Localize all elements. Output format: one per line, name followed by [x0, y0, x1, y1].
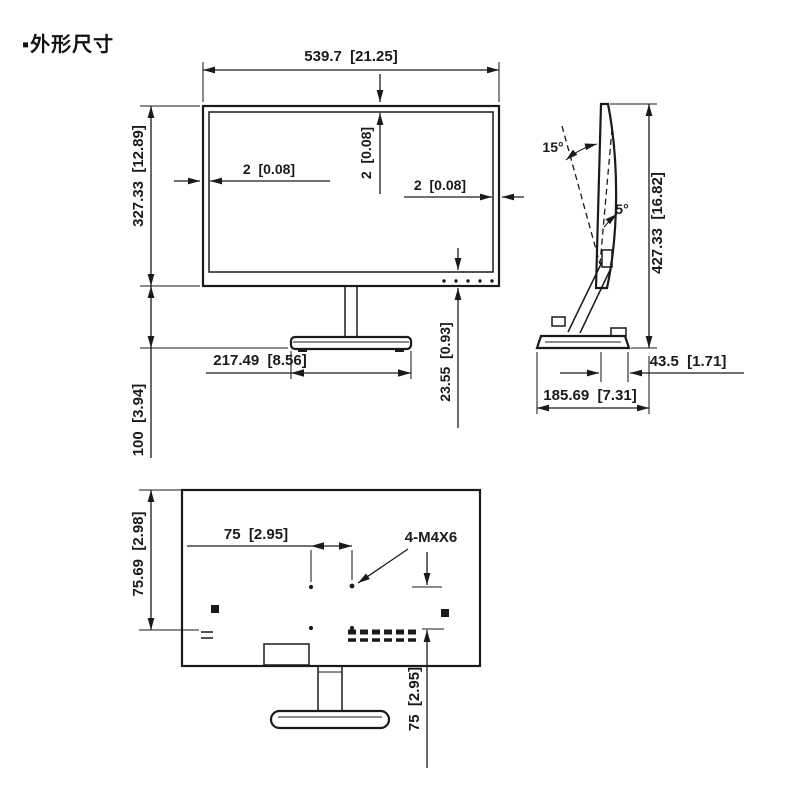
dim-front-bottom-bezel: 23.55 [0.93] — [437, 322, 453, 401]
side-hinge — [601, 249, 613, 268]
tilt-forward-line — [599, 128, 613, 265]
rear-connector-cutout — [263, 643, 310, 666]
side-view — [535, 102, 631, 350]
dim-side-base-depth: 185.69 [7.31] — [543, 387, 636, 404]
dim-side-overall-height: 427.33 [16.82] — [649, 172, 666, 274]
rear-view — [180, 488, 482, 730]
rear-right-feature — [441, 609, 449, 617]
side-panel-profile — [594, 102, 618, 290]
dim-side-tilt-forward: 5° — [615, 201, 628, 217]
dim-rear-vesa-vertical: 75 [2.95] — [406, 667, 423, 731]
dim-rear-screw-spec: 4-M4X6 — [405, 529, 458, 546]
dim-side-neck-offset: 43.5 [1.71] — [650, 353, 727, 370]
page-title: ▪外形尺寸 — [22, 34, 115, 56]
dim-front-left-bezel: 2 [0.08] — [243, 161, 295, 177]
front-screen-outline — [208, 111, 494, 273]
tilt-back-line — [561, 125, 601, 265]
front-monitor-outline — [201, 104, 501, 288]
rear-stand — [269, 666, 391, 730]
dim-side-tilt-back: 15° — [542, 139, 563, 155]
rear-body-outline — [180, 488, 482, 668]
dim-front-base-width: 217.49 [8.56] — [213, 352, 306, 369]
dim-front-right-bezel: 2 [0.08] — [414, 177, 466, 193]
front-stand — [289, 287, 413, 352]
dim-front-stand-height: 100 [3.94] — [130, 384, 147, 457]
front-control-buttons — [442, 279, 494, 283]
dim-front-overall-width: 539.7 [21.25] — [304, 48, 397, 65]
side-bracket — [551, 316, 566, 327]
side-dimensions: 15° 5° 427.33 [16.82] 43.5 [1.71] 185.69… — [536, 103, 744, 414]
dim-rear-vesa-top-offset: 75.69 [2.98] — [130, 511, 147, 596]
side-base-step — [610, 327, 627, 337]
dim-rear-vesa-horizontal: 75 [2.95] — [224, 526, 288, 543]
front-dimensions: 539.7 [21.25] 2 [0.08] 2 [0.08] 2 [0.08]… — [130, 48, 524, 458]
dim-front-overall-height: 327.33 [12.89] — [130, 125, 147, 227]
rear-left-feature — [211, 605, 219, 613]
front-view — [201, 104, 501, 352]
rear-dimensions: 75.69 [2.98] 75 [2.95] 4-M4X6 75 [2.95] — [130, 489, 458, 768]
vesa-holes — [308, 583, 355, 631]
dim-front-top-bezel: 2 [0.08] — [358, 127, 374, 179]
